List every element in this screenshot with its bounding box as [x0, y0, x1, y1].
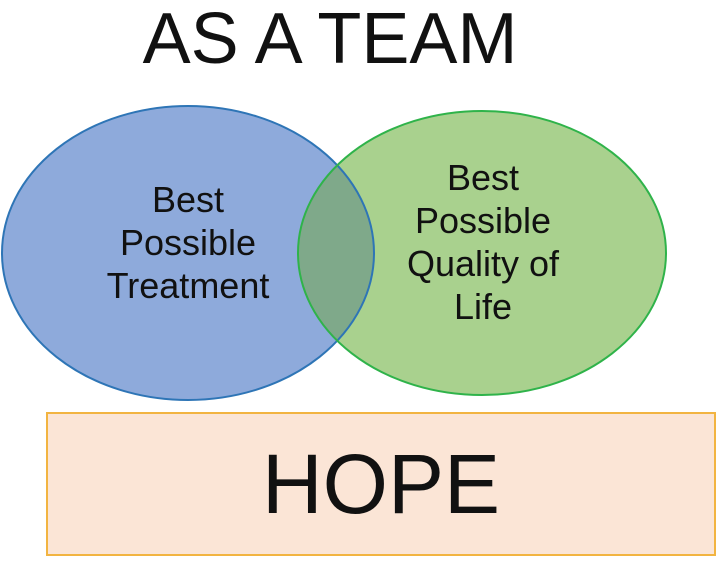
left-circle-outline [1, 105, 375, 401]
left-circle-treatment [2, 106, 374, 400]
right-circle-label: Best Possible Quality of Life [406, 157, 560, 327]
diagram-title: AS A TEAM [142, 0, 518, 79]
hope-box: HOPE [46, 412, 716, 556]
right-circle-quality-of-life [298, 111, 666, 395]
hope-label: HOPE [261, 437, 501, 531]
right-circle-outline [297, 110, 667, 396]
left-circle-label: Best Possible Treatment [106, 179, 270, 306]
